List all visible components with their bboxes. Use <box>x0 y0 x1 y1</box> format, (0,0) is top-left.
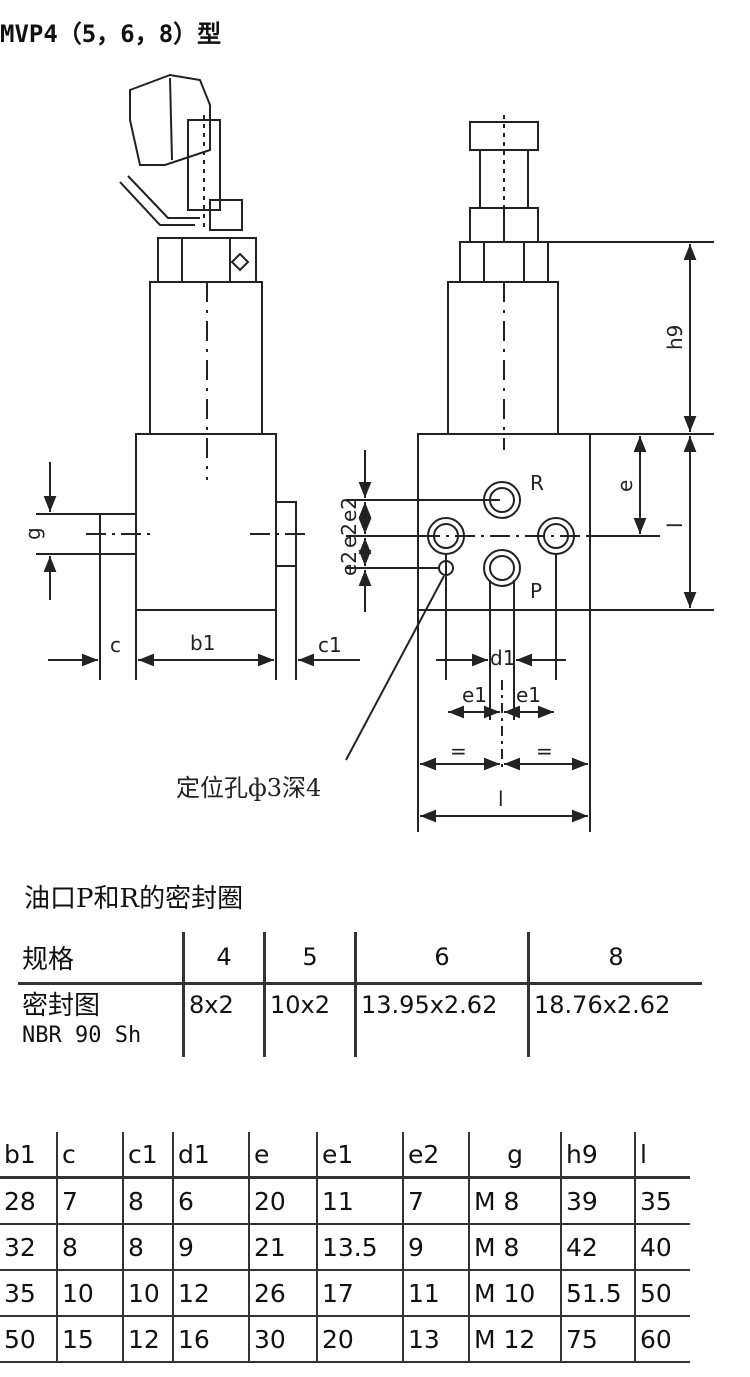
dim-cell: 6 <box>172 1177 249 1225</box>
seal-value-cell: 8x2 <box>182 983 265 1057</box>
dim-header-row: b1 c c1 d1 e e1 e2 g h9 l <box>0 1132 690 1179</box>
dim-cell: 35 <box>0 1270 57 1317</box>
dim-cell: 35 <box>634 1177 690 1225</box>
dim-cell: 26 <box>248 1270 317 1317</box>
seal-row-label-line1: 密封图 <box>22 991 101 1021</box>
dim-cell: 42 <box>560 1224 635 1271</box>
dim-header-cell: e1 <box>316 1132 403 1179</box>
dim-header-cell: c <box>56 1132 123 1179</box>
label-e1-left: e1 <box>462 683 487 707</box>
dim-row: 32 8 8 9 21 13.5 9 M 8 42 40 <box>0 1224 690 1271</box>
dim-cell: 9 <box>172 1224 249 1271</box>
dim-cell: 8 <box>122 1177 173 1225</box>
dimension-table: b1 c c1 d1 e e1 e2 g h9 l 28 7 8 6 20 11… <box>0 1132 690 1363</box>
dim-cell: 12 <box>122 1316 173 1363</box>
dim-cell: 16 <box>172 1316 249 1363</box>
label-h9: h9 <box>663 325 687 350</box>
dim-cell: 8 <box>122 1224 173 1271</box>
side-view <box>36 73 360 680</box>
label-e2-mid: e2 <box>337 523 361 548</box>
dim-cell: 50 <box>0 1316 57 1363</box>
seal-header-cell: 5 <box>263 932 356 985</box>
dim-header-cell: e2 <box>402 1132 469 1179</box>
label-b1: b1 <box>190 631 215 655</box>
label-e2-bottom: e2 <box>337 551 361 576</box>
dim-cell: 21 <box>248 1224 317 1271</box>
dim-row: 28 7 8 6 20 11 7 M 8 39 35 <box>0 1177 690 1225</box>
seal-header-cell: 6 <box>354 932 529 985</box>
label-g: g <box>21 527 45 540</box>
dim-cell: 13.5 <box>316 1224 403 1271</box>
locating-hole-callout: 定位孔ф3深4 <box>176 774 321 802</box>
label-e2-top: e2 <box>337 497 361 522</box>
seal-header-label: 规格 <box>18 932 184 985</box>
dim-cell: 32 <box>0 1224 57 1271</box>
dim-cell: 30 <box>248 1316 317 1363</box>
dim-header-cell: g <box>468 1132 561 1179</box>
seal-table: 规格 4 5 6 8 密封图 NBR 90 Sh 8x2 10x2 13.95x… <box>18 932 702 1057</box>
seal-value-cell: 13.95x2.62 <box>354 983 529 1057</box>
dim-cell: 7 <box>402 1177 469 1225</box>
label-d1: d1 <box>490 646 515 670</box>
technical-drawing: g c b1 c1 R P e2 e2 e2 h9 e l d1 e1 e1 =… <box>21 73 714 832</box>
seal-header-cell: 4 <box>182 932 265 985</box>
seal-value-cell: 10x2 <box>263 983 356 1057</box>
dim-cell: M 12 <box>468 1316 561 1363</box>
dim-cell: 10 <box>122 1270 173 1317</box>
dim-cell: 12 <box>172 1270 249 1317</box>
label-P: P <box>530 579 542 603</box>
label-R: R <box>530 471 544 495</box>
dim-cell: 50 <box>634 1270 690 1317</box>
dimension-labels: g c b1 c1 R P e2 e2 e2 h9 e l d1 e1 e1 =… <box>21 325 687 811</box>
dim-cell: 15 <box>56 1316 123 1363</box>
dim-cell: 28 <box>0 1177 57 1225</box>
seal-table-title: 油口P和R的密封圈 <box>24 884 244 914</box>
dim-cell: 7 <box>56 1177 123 1225</box>
label-c1: c1 <box>318 633 342 657</box>
seal-row-label: 密封图 NBR 90 Sh <box>18 984 184 1058</box>
dim-cell: M 8 <box>468 1224 561 1271</box>
label-eq-right: = <box>536 739 553 763</box>
dim-cell: 75 <box>560 1316 635 1363</box>
dim-cell: M 10 <box>468 1270 561 1317</box>
seal-header-row: 规格 4 5 6 8 <box>18 932 702 985</box>
dim-cell: 11 <box>402 1270 469 1317</box>
dim-cell: 60 <box>634 1316 690 1363</box>
dim-header-cell: d1 <box>172 1132 249 1179</box>
dim-row: 35 10 10 12 26 17 11 M 10 51.5 50 <box>0 1270 690 1317</box>
dim-cell: 13 <box>402 1316 469 1363</box>
seal-value-row: 密封图 NBR 90 Sh 8x2 10x2 13.95x2.62 18.76x… <box>18 983 702 1058</box>
dim-header-cell: e <box>248 1132 317 1179</box>
dim-cell: 11 <box>316 1177 403 1225</box>
dim-cell: 20 <box>316 1316 403 1363</box>
dim-cell: 8 <box>56 1224 123 1271</box>
page-title: MVP4（5，6，8）型 <box>0 20 222 48</box>
dim-header-cell: b1 <box>0 1132 57 1179</box>
dim-cell: 51.5 <box>560 1270 635 1317</box>
dim-cell: M 8 <box>468 1177 561 1225</box>
label-c: c <box>110 633 121 657</box>
label-l-side: l <box>663 522 687 528</box>
dim-header-cell: l <box>634 1132 690 1179</box>
front-view <box>345 115 714 832</box>
dim-header-cell: c1 <box>122 1132 173 1179</box>
seal-value-cell: 18.76x2.62 <box>527 983 702 1057</box>
dim-cell: 40 <box>634 1224 690 1271</box>
dim-header-cell: h9 <box>560 1132 635 1179</box>
dim-cell: 20 <box>248 1177 317 1225</box>
label-e1-right: e1 <box>516 683 541 707</box>
dim-cell: 10 <box>56 1270 123 1317</box>
seal-header-cell: 8 <box>527 932 702 985</box>
dim-cell: 17 <box>316 1270 403 1317</box>
dim-cell: 39 <box>560 1177 635 1225</box>
label-eq-left: = <box>450 739 467 763</box>
dim-cell: 9 <box>402 1224 469 1271</box>
label-e: e <box>613 480 637 492</box>
label-l-bottom: l <box>498 787 504 811</box>
dim-row: 50 15 12 16 30 20 13 M 12 75 60 <box>0 1316 690 1363</box>
seal-row-label-line2: NBR 90 Sh <box>22 1023 142 1048</box>
